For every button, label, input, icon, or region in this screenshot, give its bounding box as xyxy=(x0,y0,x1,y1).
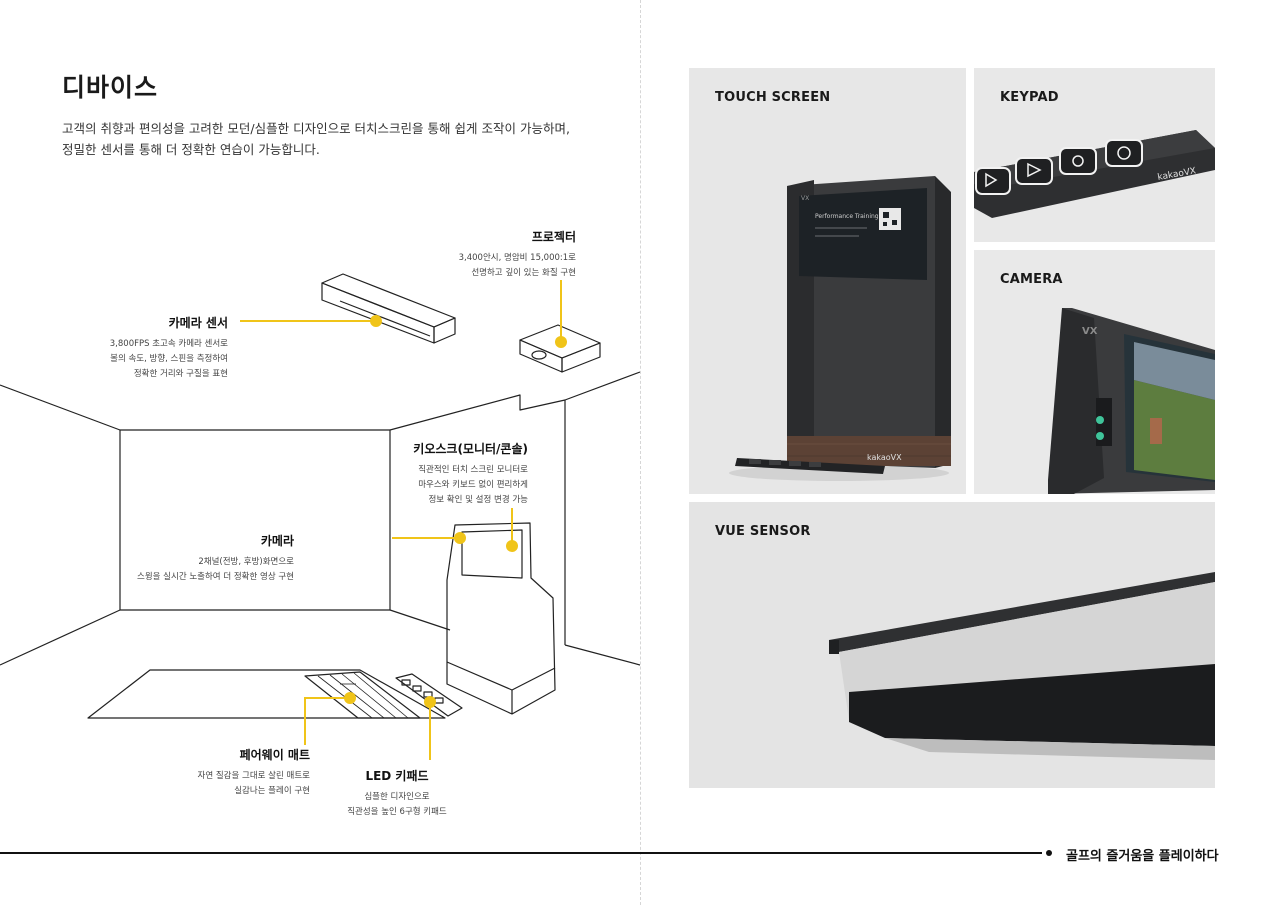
intro-line: 정밀한 센서를 통해 더 정확한 연습이 가능합니다. xyxy=(62,142,320,157)
room-wall-right-top xyxy=(389,371,640,431)
mat-outline xyxy=(87,669,446,719)
touch-screen-photo: Performance Training VX kakaoVX TOUCH SC… xyxy=(689,68,966,494)
camera-desc-line: 스윙을 실시간 노출하여 더 정확한 영상 구현 xyxy=(137,572,294,582)
led-keypad-desc-line: 심플한 디자인으로 xyxy=(364,792,430,802)
room-wall-right-bottom xyxy=(389,609,451,631)
footer-dot xyxy=(1046,850,1052,856)
touch-screen-ui-text: Performance Training xyxy=(815,213,879,220)
room-wall-left-bottom xyxy=(0,609,121,666)
led-keypad-label: LED 키패드 심플한 디자인으로 직관성을 높인 6구형 키패드 xyxy=(332,767,462,820)
projector-callout-dot xyxy=(555,336,567,348)
camera-sensor-desc-line: 볼의 속도, 방향, 스핀을 측정하여 xyxy=(110,354,228,364)
mat-hitting-zone xyxy=(304,671,421,719)
camera-desc-line: 2채널(전방, 후방)화면으로 xyxy=(198,557,294,567)
mat-callout-dot xyxy=(344,692,356,704)
kiosk-label: 키오스크(모니터/콘솔) 직관적인 터치 스크린 모니터로 마우스와 키보드 없… xyxy=(413,440,528,508)
room-back-wall xyxy=(119,429,391,611)
intro-line: 고객의 취향과 편의성을 고려한 모던/심플한 디자인으로 터치스크린을 통해 … xyxy=(62,121,570,136)
touch-screen-kiosk-render: Performance Training VX kakaoVX xyxy=(729,176,951,481)
room-illustration xyxy=(0,273,640,760)
touch-screen-vx-logo: VX xyxy=(801,195,809,202)
camera-caption: CAMERA xyxy=(1000,272,1063,287)
keypad-callout-dot xyxy=(424,696,436,708)
camera-sensor-desc-line: 정확한 거리와 구질을 표현 xyxy=(133,369,228,379)
kiosk-desc-line: 정보 확인 및 설정 변경 가능 xyxy=(428,495,528,505)
led-keypad-desc-line: 직관성을 높인 6구형 키패드 xyxy=(347,807,447,817)
keypad-caption: KEYPAD xyxy=(1000,90,1059,105)
fairway-mat-title: 페어웨이 매트 xyxy=(239,748,310,762)
sensor-callout-dot xyxy=(370,315,382,327)
touch-screen-brand: kakaoVX xyxy=(867,453,902,462)
projector-side xyxy=(561,342,601,373)
room-wall-left-top xyxy=(0,384,121,431)
projector-desc-line: 선명하고 깊이 있는 화질 구현 xyxy=(471,268,576,278)
kiosk-title: 키오스크(모니터/콘솔) xyxy=(413,442,528,456)
page-fold xyxy=(640,0,641,905)
keypad-render: kakaoVX xyxy=(974,130,1215,218)
camera-sensor-title: 카메라 센서 xyxy=(168,316,228,330)
projector-label: 프로젝터 3,400안시, 명암비 15,000:1로 선명하고 깊이 있는 화… xyxy=(459,228,576,281)
touch-screen-caption: TOUCH SCREEN xyxy=(715,90,831,105)
intro-text: 고객의 취향과 편의성을 고려한 모던/심플한 디자인으로 터치스크린을 통해 … xyxy=(62,118,582,160)
kiosk-outline xyxy=(446,522,556,715)
camera-sensor-desc-line: 3,800FPS 초고속 카메라 센서로 xyxy=(109,339,228,349)
kiosk-desc-line: 마우스와 키보드 없이 편리하게 xyxy=(418,480,528,490)
camera-callout-dot xyxy=(454,532,466,544)
projector-desc-line: 3,400안시, 명암비 15,000:1로 xyxy=(458,253,576,263)
kiosk-callout-dot xyxy=(506,540,518,552)
projector-title: 프로젝터 xyxy=(531,230,576,244)
kiosk-desc-line: 직관적인 터치 스크린 모니터로 xyxy=(418,465,528,475)
page-title: 디바이스 xyxy=(62,73,159,102)
camera-sensor-label: 카메라 센서 3,800FPS 초고속 카메라 센서로 볼의 속도, 방향, 스… xyxy=(110,314,228,382)
footer-slogan: 골프의 즐거움을 플레이하다 xyxy=(1066,849,1219,864)
fairway-mat-desc-line: 실감나는 플레이 구현 xyxy=(234,786,310,796)
vue-sensor-render xyxy=(829,572,1215,760)
vue-sensor-caption: VUE SENSOR xyxy=(715,524,811,539)
camera-photo: VX CAMERA xyxy=(974,250,1215,494)
sensor-top xyxy=(321,273,456,328)
sensor-front xyxy=(321,282,435,344)
sensor-end xyxy=(433,317,456,344)
kiosk-screen xyxy=(461,529,523,579)
fairway-mat-label: 페어웨이 매트 자연 질감을 그대로 살린 매트로 실감나는 플레이 구현 xyxy=(198,746,310,799)
room-floor-right xyxy=(564,644,640,666)
footer-rule xyxy=(0,852,1042,854)
led-keypad-title: LED 키패드 xyxy=(365,769,429,783)
camera-vx-logo: VX xyxy=(1082,326,1098,337)
fairway-mat-desc-line: 자연 질감을 그대로 살린 매트로 xyxy=(197,771,310,781)
keypad-photo: kakaoVX KEYPAD xyxy=(974,68,1215,242)
camera-render: VX xyxy=(1048,308,1215,494)
vue-sensor-photo: VUE SENSOR xyxy=(689,502,1215,788)
camera-title: 카메라 xyxy=(260,534,294,548)
camera-label: 카메라 2채널(전방, 후방)화면으로 스윙을 실시간 노출하여 더 정확한 영… xyxy=(137,532,294,585)
